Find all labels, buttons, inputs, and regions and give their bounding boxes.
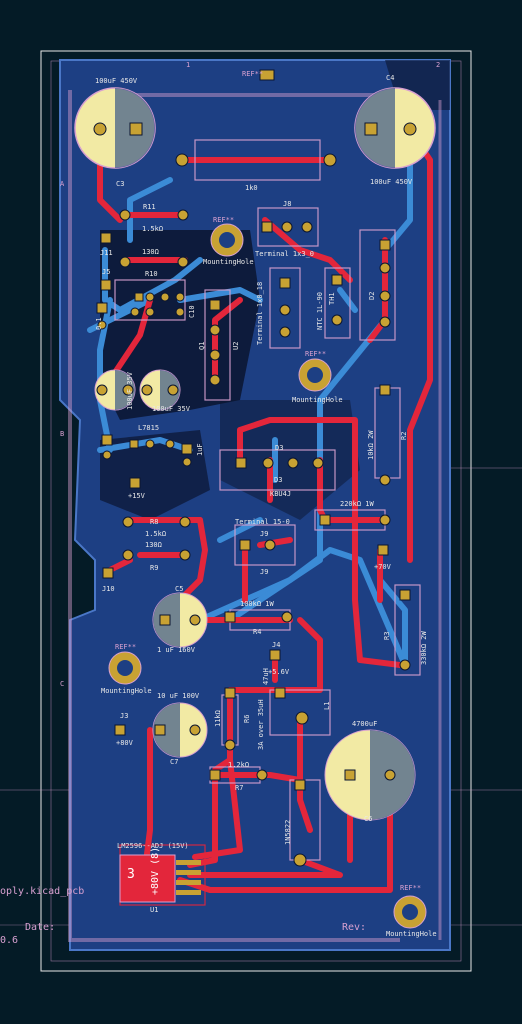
mounting-hole-4: [393, 895, 427, 929]
regulator-u1: [119, 854, 201, 903]
dark-void-region: [100, 230, 260, 420]
capacitor-c3: [74, 87, 156, 169]
silkscreen-outlines: [68, 90, 442, 942]
mounting-hole-1: [210, 223, 244, 257]
mounting-hole-3: [108, 651, 142, 685]
sheet-border: [40, 50, 472, 972]
component-pads: [93, 69, 417, 867]
capacitor-c6: [324, 729, 416, 821]
mounting-hole-2: [298, 358, 332, 392]
capacitor-c7: [152, 702, 208, 758]
